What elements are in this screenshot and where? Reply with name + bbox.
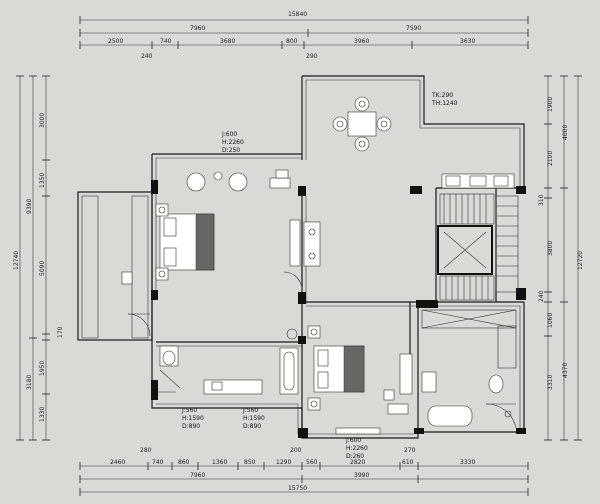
bottom-right-total-dim: 3990 — [354, 472, 369, 479]
left-seg-5: 1950 — [39, 361, 46, 376]
columns — [151, 180, 526, 438]
right-inner-1: 4000 — [562, 125, 569, 140]
left-seg-3: 5090 — [39, 261, 46, 276]
bottom-seg-5: 850 — [244, 459, 256, 466]
left-lower-total-dim: 3180 — [26, 375, 33, 390]
kitchen-counter — [441, 173, 515, 189]
lower-left-window-1-j: J:560 — [181, 407, 197, 414]
lower-left-window-1-h: H:1590 — [182, 415, 204, 422]
left-overall-dim: 12740 — [13, 251, 20, 270]
left-seg-6: 1330 — [39, 407, 46, 422]
left-seg-4: 170 — [57, 326, 64, 338]
right-seg-7: 3310 — [547, 375, 554, 390]
bottom-dimensions: 280 200 270 2460 740 860 1360 850 1290 5… — [79, 447, 529, 496]
annotations: TK:290 TH:1240 J:600 H:2260 D:250 J:560 … — [181, 92, 458, 460]
bottom-seg-4: 1360 — [212, 459, 227, 466]
top-overall-dim: 15840 — [288, 11, 307, 18]
bottom-seg-3: 860 — [178, 459, 190, 466]
bottom-small-3: 270 — [404, 447, 416, 454]
left-upper-total-dim: 9390 — [26, 199, 33, 214]
right-bath — [421, 309, 517, 429]
bottom-small-2: 200 — [290, 447, 302, 454]
right-seg-3: 310 — [538, 194, 545, 206]
lower-left-window-1-d: D:890 — [182, 423, 200, 430]
top-dimensions: 15840 7960 7590 2500 740 3680 800 3960 3… — [79, 11, 529, 60]
left-seg-1: 3000 — [39, 113, 46, 128]
bottom-seg-7: 560 — [306, 459, 318, 466]
bottom-seg-9: 610 — [402, 459, 414, 466]
bottom-seg-10: 3330 — [460, 459, 475, 466]
left-seg-2: 1350 — [39, 173, 46, 188]
top-seg-1: 2500 — [108, 38, 123, 45]
bottom-small-1: 280 — [140, 447, 152, 454]
tk-label: TK:290 — [431, 92, 453, 99]
right-seg-6: 1060 — [547, 313, 554, 328]
lower-bedroom-furniture — [279, 325, 413, 435]
top-seg-2: 740 — [160, 38, 172, 45]
top-small-right: 290 — [306, 53, 318, 60]
top-seg-5: 3960 — [354, 38, 369, 45]
stairwell — [437, 193, 519, 301]
left-dimensions: 12740 9390 3180 3000 1350 5090 170 1950 … — [13, 75, 64, 441]
top-seg-4: 800 — [286, 38, 298, 45]
right-seg-4: 3800 — [547, 241, 554, 256]
top-seg-6: 3630 — [460, 38, 475, 45]
dining-set — [332, 96, 392, 152]
right-seg-1: 1900 — [547, 97, 554, 112]
right-overall-dim: 12720 — [577, 251, 584, 270]
lower-window-j: J:600 — [345, 437, 361, 444]
lower-window-h: H:2260 — [346, 445, 368, 452]
upper-window-j: J:600 — [221, 131, 237, 138]
bottom-seg-1: 2460 — [110, 459, 125, 466]
lower-left-window-2-h: H:1590 — [243, 415, 265, 422]
bottom-overall-dim: 15750 — [288, 485, 307, 492]
bottom-seg-8: 2820 — [350, 459, 365, 466]
bottom-left-total-dim: 7960 — [190, 472, 205, 479]
top-seg-3: 3680 — [220, 38, 235, 45]
lower-left-bath — [158, 345, 263, 395]
bottom-seg-2: 740 — [152, 459, 164, 466]
lower-left-window-2-d: D:890 — [243, 423, 261, 430]
lower-window-d: D:260 — [346, 453, 364, 460]
bottom-seg-6: 1290 — [276, 459, 291, 466]
upper-window-d: D:250 — [222, 147, 240, 154]
right-seg-5: 240 — [538, 290, 545, 302]
right-dimensions: 1900 2100 310 3800 240 1060 3310 4000 43… — [538, 75, 584, 441]
lower-left-window-2-j: J:560 — [242, 407, 258, 414]
right-inner-2: 4370 — [562, 363, 569, 378]
right-seg-2: 2100 — [547, 151, 554, 166]
th-label: TH:1240 — [431, 100, 458, 107]
top-right-total-dim: 7590 — [406, 25, 421, 32]
top-small-left: 240 — [141, 53, 153, 60]
top-left-total-dim: 7960 — [190, 25, 205, 32]
upper-window-h: H:2260 — [222, 139, 244, 146]
upper-bedroom-furniture — [121, 169, 321, 337]
